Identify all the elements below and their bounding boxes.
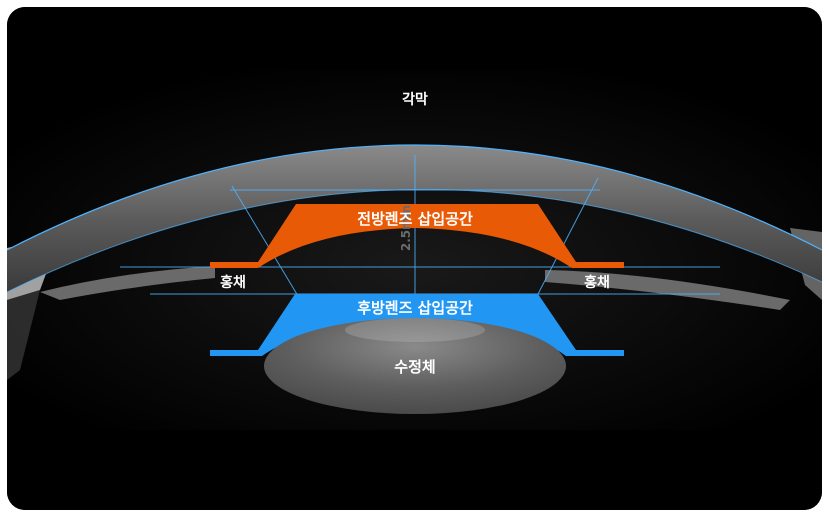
- cornea-label: 각막: [402, 91, 428, 108]
- crystalline-lens: [264, 318, 566, 414]
- iris-right-label: 홍채: [584, 274, 610, 291]
- posterior-space-label: 후방렌즈 삽입공간: [357, 299, 473, 317]
- eye-cross-section-diagram: 2.5mm 각막 전방렌즈 삽입공간 홍채 홍채 후방렌즈 삽입공간 수정체: [7, 7, 822, 510]
- anterior-space-label: 전방렌즈 삽입공간: [357, 210, 473, 228]
- lens-highlight: [345, 318, 485, 342]
- depth-measurement-label: 2.5mm: [399, 205, 413, 251]
- cornea-outer-line: [7, 144, 822, 251]
- iris-left-shape: [40, 266, 215, 300]
- angle-guide-left: [231, 185, 299, 297]
- iris-left-label: 홍채: [220, 274, 246, 291]
- cornea-band: [7, 145, 822, 292]
- eye-diagram-frame: 2.5mm 각막 전방렌즈 삽입공간 홍채 홍채 후방렌즈 삽입공간 수정체: [7, 7, 822, 510]
- sclera-left-shadow: [7, 290, 40, 380]
- iris-right-shape: [545, 270, 790, 310]
- angle-guide-right: [537, 177, 599, 295]
- posterior-lens-space: [210, 294, 624, 356]
- anterior-lens-space: [210, 204, 624, 268]
- lens-label: 수정체: [394, 358, 435, 376]
